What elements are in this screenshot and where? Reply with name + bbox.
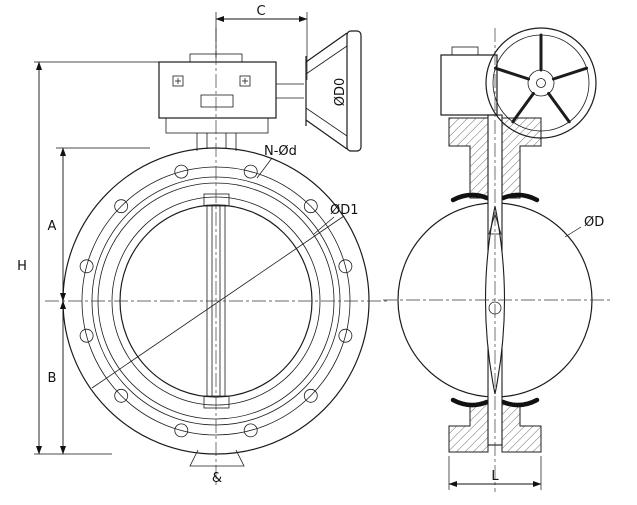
bolt-callout: N-Ød — [256, 144, 297, 179]
dimension-b-label: B — [48, 371, 57, 386]
gearbox-bolt-left — [172, 75, 184, 87]
dimension-c-label: C — [256, 4, 265, 19]
bottom-lug — [189, 449, 245, 467]
handwheel-spokes — [493, 33, 589, 124]
dimension-h: H — [17, 61, 159, 455]
front-view: & C H A B ØD0 N — [17, 4, 390, 486]
disc-diameter-callout: ØD — [564, 215, 604, 238]
disc-diameter-label: ØD — [584, 215, 604, 230]
dimension-b: B — [48, 300, 67, 455]
bolt-circle-callout-label: ØD1 — [330, 203, 359, 218]
bolt-callout-label: N-Ød — [264, 144, 297, 159]
handwheel-face — [485, 27, 597, 139]
stem-taper-mark — [488, 212, 502, 235]
dimension-a-label: A — [48, 219, 57, 234]
section-diagonal-line — [91, 215, 345, 389]
dimension-l: L — [448, 456, 542, 490]
dimension-h-label: H — [17, 259, 27, 274]
flange-sections-hatched — [448, 117, 542, 453]
gearbox-side — [440, 46, 498, 116]
bolt-holes — [79, 164, 353, 438]
seat-liner-bands — [450, 192, 540, 408]
dimension-a: A — [48, 147, 150, 302]
bolt-circle-callout: ØD1 — [313, 203, 359, 235]
handwheel-diameter-label: ØD0 — [333, 78, 348, 107]
gearbox-bolt-right — [239, 75, 251, 87]
gearbox-front — [158, 53, 277, 151]
dimension-l-label: L — [491, 469, 499, 484]
side-view: ØD L — [383, 27, 612, 492]
dimension-c: C — [215, 4, 308, 80]
bottom-lug-label: & — [212, 471, 222, 486]
handwheel-profile — [276, 30, 362, 152]
